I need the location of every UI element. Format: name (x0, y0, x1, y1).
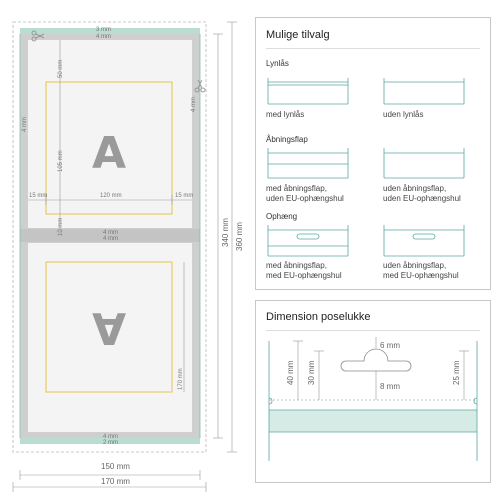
dim-150-label: 150 mm (101, 462, 130, 471)
options-title: Mulige tilvalg (266, 29, 330, 41)
hang-without-line2: med EU-ophængshul (383, 271, 459, 280)
top-seam-label: 3 mm (96, 27, 111, 33)
options-panel: Mulige tilvalg Lynlås med lynlås (255, 17, 491, 290)
back-letter-upside-down: A (92, 302, 127, 353)
dim-360-label: 360 mm (235, 222, 244, 251)
flap-without-line1: uden åbningsflap, (383, 184, 447, 193)
fold-bottom-label: 4 mm (103, 236, 118, 242)
hang-section-label: Ophæng (266, 212, 298, 221)
zip-section-label: Lynlås (266, 59, 289, 68)
dim-120-label: 120 mm (100, 193, 122, 199)
bottom-seam-label: 2 mm (103, 440, 118, 446)
dim-105-label: 105 mm (58, 150, 64, 172)
scissors-icon-side (194, 79, 206, 93)
front-letter: A (92, 128, 127, 179)
closure-dimension-panel: Dimension poselukke 6 mm 8 mm 40 (255, 300, 491, 483)
closure-dim-40-label: 40 mm (286, 360, 295, 385)
flap-with-line2: uden EU-ophængshul (266, 194, 344, 203)
closure-dim-25-label: 25 mm (452, 360, 461, 385)
hang-with-line1: med åbningsflap, (266, 261, 327, 270)
top-margin-label: 4 mm (96, 34, 111, 40)
flap-without-line2: uden EU-ophængshul (383, 194, 461, 203)
closure-dim-8-label: 8 mm (380, 382, 400, 391)
closure-dim-30-label: 30 mm (307, 360, 316, 385)
side-right-label: 4 mm (191, 97, 197, 112)
fold-top-label: 4 mm (103, 230, 118, 236)
hang-with-line2: med EU-ophængshul (266, 271, 342, 280)
flap-with-line1: med åbningsflap, (266, 184, 327, 193)
dim-15-left-label: 15 mm (29, 193, 48, 199)
dim-170-label: 170 mm (101, 477, 130, 486)
closure-title: Dimension poselukke (266, 311, 371, 323)
options-divider (266, 48, 480, 49)
side-left-label: 4 mm (22, 117, 28, 132)
dim-15-right-label: 15 mm (175, 193, 194, 199)
dim-170-vertical-label: 170 mm (178, 368, 184, 390)
closure-diagram (268, 337, 478, 461)
closure-divider (266, 330, 480, 331)
closure-dim-6-label: 6 mm (380, 341, 400, 350)
dim-50-label: 50 mm (58, 59, 64, 78)
scissors-icon-top (31, 30, 45, 42)
zip-with-label: med lynlås (266, 110, 305, 119)
bottom-margin-label: 4 mm (103, 434, 118, 440)
dim-340-label: 340 mm (221, 218, 230, 247)
hang-without-line1: uden åbningsflap, (383, 261, 447, 270)
dim-10-label: 10 mm (58, 217, 64, 236)
zip-without-label: uden lynlås (383, 110, 424, 119)
flap-section-label: Åbningsflap (266, 135, 308, 144)
options-icons (267, 78, 465, 257)
